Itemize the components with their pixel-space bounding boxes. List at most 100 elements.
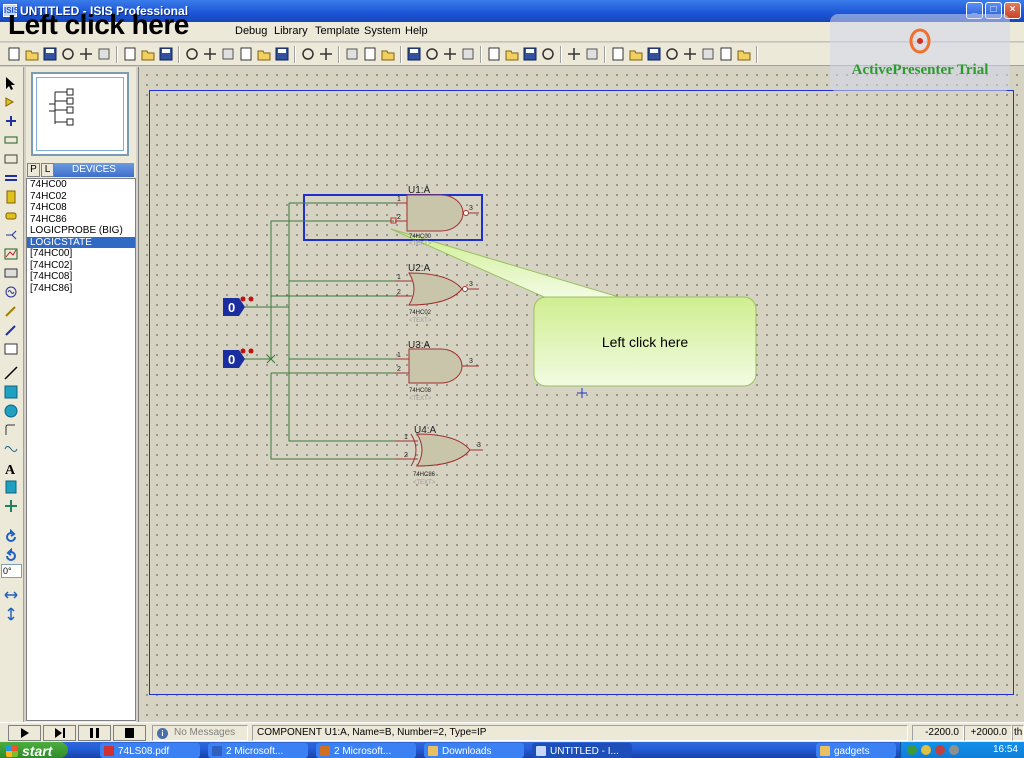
volume-icon[interactable] — [921, 745, 931, 755]
isis-app-icon[interactable]: ISIS — [3, 4, 20, 17]
decompose-icon[interactable] — [540, 46, 556, 62]
block-rotate-icon[interactable] — [442, 46, 458, 62]
logic-state-1[interactable]: 0 — [223, 296, 254, 317]
selection-mode-icon[interactable] — [3, 75, 19, 91]
export-icon[interactable] — [78, 46, 94, 62]
package-icon[interactable] — [522, 46, 538, 62]
terminal-icon[interactable] — [3, 208, 19, 224]
component-mode-icon[interactable] — [3, 94, 19, 110]
wire-autoroute-icon[interactable] — [566, 46, 582, 62]
new-sheet-icon[interactable] — [646, 46, 662, 62]
gate-u3-and[interactable]: U3:A 1 2 3 74HC08 <TEXT> — [395, 340, 479, 402]
mirror-y-icon[interactable] — [3, 606, 19, 622]
task-74ls08-pdf[interactable]: 74LS08.pdf — [100, 743, 200, 758]
circle-icon[interactable] — [3, 403, 19, 419]
property-tool-icon[interactable] — [610, 46, 626, 62]
security-icon[interactable] — [935, 745, 945, 755]
tab-pick-devices[interactable]: P — [27, 163, 40, 177]
start-button[interactable]: start — [0, 742, 68, 758]
zoom-area-icon[interactable] — [274, 46, 290, 62]
current-probe-icon[interactable] — [3, 322, 19, 338]
device-list-item[interactable]: 74HC00 — [30, 179, 67, 190]
device-list-item[interactable]: 74HC08 — [30, 202, 67, 213]
grid-icon[interactable] — [158, 46, 174, 62]
schematic-canvas[interactable]: 0 0 U1:A 1 2 3 74HC00 — [138, 67, 1024, 722]
task-gadgets[interactable]: gadgets — [816, 743, 896, 758]
sim-pause-button[interactable] — [78, 725, 111, 741]
device-list-item[interactable]: [74HC00] — [30, 248, 73, 259]
schematic-drawing[interactable]: 0 0 U1:A 1 2 3 74HC00 — [139, 67, 1024, 722]
area-icon[interactable] — [122, 46, 138, 62]
device-list-item[interactable]: 74HC02 — [30, 190, 67, 202]
undo-icon[interactable] — [300, 46, 316, 62]
menu-help[interactable]: Help — [405, 25, 428, 37]
subcircuit-icon[interactable] — [3, 189, 19, 205]
logic-state-2[interactable]: 0 — [223, 348, 254, 369]
device-list-item[interactable]: [74HC08] — [30, 271, 73, 282]
device-list-item[interactable]: [74HC02] — [30, 259, 73, 271]
wire-label-icon[interactable] — [3, 132, 19, 148]
marker-icon[interactable] — [3, 498, 19, 514]
paste-icon[interactable] — [380, 46, 396, 62]
generator-icon[interactable] — [3, 284, 19, 300]
text-icon[interactable]: A — [3, 460, 19, 478]
origin-icon[interactable] — [184, 46, 200, 62]
tab-library-manager[interactable]: L — [41, 163, 54, 177]
overview-window[interactable] — [31, 72, 129, 156]
sim-play-button[interactable] — [8, 725, 41, 741]
cut-icon[interactable] — [344, 46, 360, 62]
line-icon[interactable] — [3, 365, 19, 381]
zoom-all-icon[interactable] — [256, 46, 272, 62]
sim-step-button[interactable] — [43, 725, 76, 741]
mirror-x-icon[interactable] — [3, 587, 19, 603]
tape-recorder-icon[interactable] — [3, 265, 19, 281]
search-icon[interactable] — [584, 46, 600, 62]
task-microsoft-1[interactable]: 2 Microsoft... — [208, 743, 308, 758]
symbol-icon[interactable] — [3, 479, 19, 495]
network-icon[interactable] — [907, 745, 917, 755]
block-copy-icon[interactable] — [406, 46, 422, 62]
pan-icon[interactable] — [202, 46, 218, 62]
rotation-input[interactable]: 0° — [1, 564, 22, 578]
erc-icon[interactable] — [718, 46, 734, 62]
menu-system[interactable]: System — [364, 25, 401, 37]
block-delete-icon[interactable] — [460, 46, 476, 62]
open-icon[interactable] — [24, 46, 40, 62]
virtual-instrument-icon[interactable] — [3, 341, 19, 357]
zoom-out-icon[interactable] — [238, 46, 254, 62]
device-list-item[interactable]: [74HC86] — [30, 282, 73, 294]
text-script-icon[interactable] — [3, 151, 19, 167]
gate-u2-nor[interactable]: U2:A 1 2 3 74HC02 <TEXT> — [395, 263, 479, 324]
overview-viewport[interactable] — [36, 77, 124, 151]
rotate-ccw-icon[interactable] — [3, 547, 19, 564]
goto-sheet-icon[interactable] — [682, 46, 698, 62]
zoom-in-icon[interactable] — [220, 46, 236, 62]
bom-icon[interactable] — [700, 46, 716, 62]
rotate-cw-icon[interactable] — [3, 528, 19, 545]
remove-sheet-icon[interactable] — [664, 46, 680, 62]
gate-u4-xor[interactable]: U4:A 1 2 3 74HC86 <TEXT> — [395, 425, 483, 486]
new-file-icon[interactable] — [6, 46, 22, 62]
menu-library[interactable]: Library — [274, 25, 308, 37]
device-pin-icon[interactable] — [3, 227, 19, 243]
gate-u1-nand[interactable]: U1:A 1 2 3 74HC00 <TEXT> — [395, 185, 479, 247]
junction-icon[interactable] — [3, 113, 19, 129]
copy-icon[interactable] — [362, 46, 378, 62]
save-icon[interactable] — [42, 46, 58, 62]
netlist-icon[interactable] — [736, 46, 752, 62]
sim-stop-button[interactable] — [113, 725, 146, 741]
make-device-icon[interactable] — [504, 46, 520, 62]
pick-device-icon[interactable] — [486, 46, 502, 62]
path-icon[interactable] — [3, 441, 19, 457]
device-icon[interactable] — [949, 745, 959, 755]
task-downloads[interactable]: Downloads — [424, 743, 524, 758]
device-list-item[interactable]: 74HC86 — [30, 213, 67, 225]
close-button[interactable]: × — [1004, 2, 1021, 19]
design-explorer-icon[interactable] — [628, 46, 644, 62]
graph-icon[interactable] — [3, 246, 19, 262]
import-icon[interactable] — [60, 46, 76, 62]
arc-icon[interactable] — [3, 422, 19, 438]
device-list-item[interactable]: LOGICPROBE (BIG) — [30, 225, 123, 236]
